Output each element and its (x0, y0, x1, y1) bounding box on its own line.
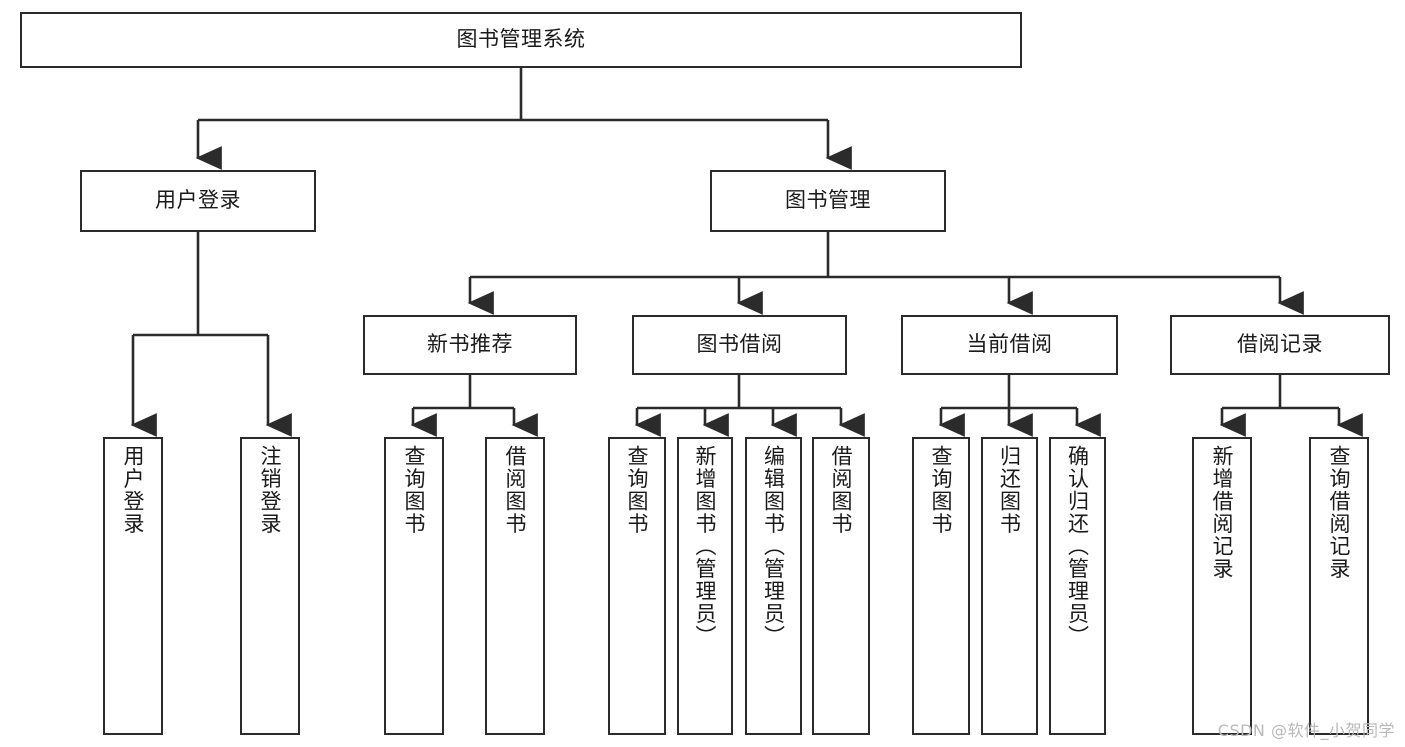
node-label: 借阅记录 (1237, 332, 1323, 357)
node-label: 借阅图书 (829, 445, 854, 535)
leaf-book-borrow-edit[interactable]: 编辑图书（管理员） (745, 437, 802, 735)
csdn-watermark: CSDN @软件_小贺同学 (1217, 721, 1395, 740)
node-label: 图书管理系统 (456, 27, 586, 52)
node-label: 新增图书（管理员） (693, 445, 718, 648)
node-label: 确认归还（管理员） (1065, 445, 1090, 648)
node-book-borrowing[interactable]: 图书借阅 (632, 315, 847, 375)
leaf-new-book-borrow[interactable]: 借阅图书 (485, 437, 545, 735)
node-label: 用户登录 (121, 445, 146, 535)
node-borrowing-record[interactable]: 借阅记录 (1170, 315, 1390, 375)
node-label: 图书借阅 (696, 332, 783, 357)
leaf-book-borrow-add[interactable]: 新增图书（管理员） (677, 437, 733, 735)
leaf-borrow-record-query[interactable]: 查询借阅记录 (1309, 437, 1369, 735)
leaf-user-login-login[interactable]: 用户登录 (103, 437, 163, 735)
node-root-book-management-system[interactable]: 图书管理系统 (20, 12, 1022, 68)
node-label: 归还图书 (997, 445, 1022, 535)
leaf-new-book-query[interactable]: 查询图书 (384, 437, 444, 735)
node-book-management[interactable]: 图书管理 (710, 170, 946, 232)
node-label: 当前借阅 (966, 332, 1053, 357)
node-current-borrowing[interactable]: 当前借阅 (901, 315, 1118, 375)
leaf-current-borrow-query[interactable]: 查询图书 (912, 437, 970, 735)
leaf-user-login-logout[interactable]: 注销登录 (240, 437, 300, 735)
node-label: 图书管理 (785, 188, 871, 213)
leaf-current-borrow-confirm-return[interactable]: 确认归还（管理员） (1049, 437, 1106, 735)
leaf-borrow-record-add[interactable]: 新增借阅记录 (1192, 437, 1252, 735)
node-label: 用户登录 (155, 188, 241, 213)
node-label: 查询图书 (625, 445, 650, 535)
leaf-current-borrow-return[interactable]: 归还图书 (981, 437, 1038, 735)
node-label: 注销登录 (258, 445, 283, 535)
node-label: 查询图书 (929, 445, 954, 535)
node-label: 新增借阅记录 (1210, 445, 1235, 580)
node-new-book-recommendation[interactable]: 新书推荐 (363, 315, 577, 375)
node-label: 查询图书 (402, 445, 427, 535)
leaf-book-borrow-query[interactable]: 查询图书 (608, 437, 666, 735)
node-user-login[interactable]: 用户登录 (80, 170, 316, 232)
node-label: 借阅图书 (503, 445, 528, 535)
node-label: 编辑图书（管理员） (761, 445, 786, 648)
node-label: 新书推荐 (427, 332, 513, 357)
node-label: 查询借阅记录 (1327, 445, 1352, 580)
leaf-book-borrow-borrow[interactable]: 借阅图书 (812, 437, 870, 735)
